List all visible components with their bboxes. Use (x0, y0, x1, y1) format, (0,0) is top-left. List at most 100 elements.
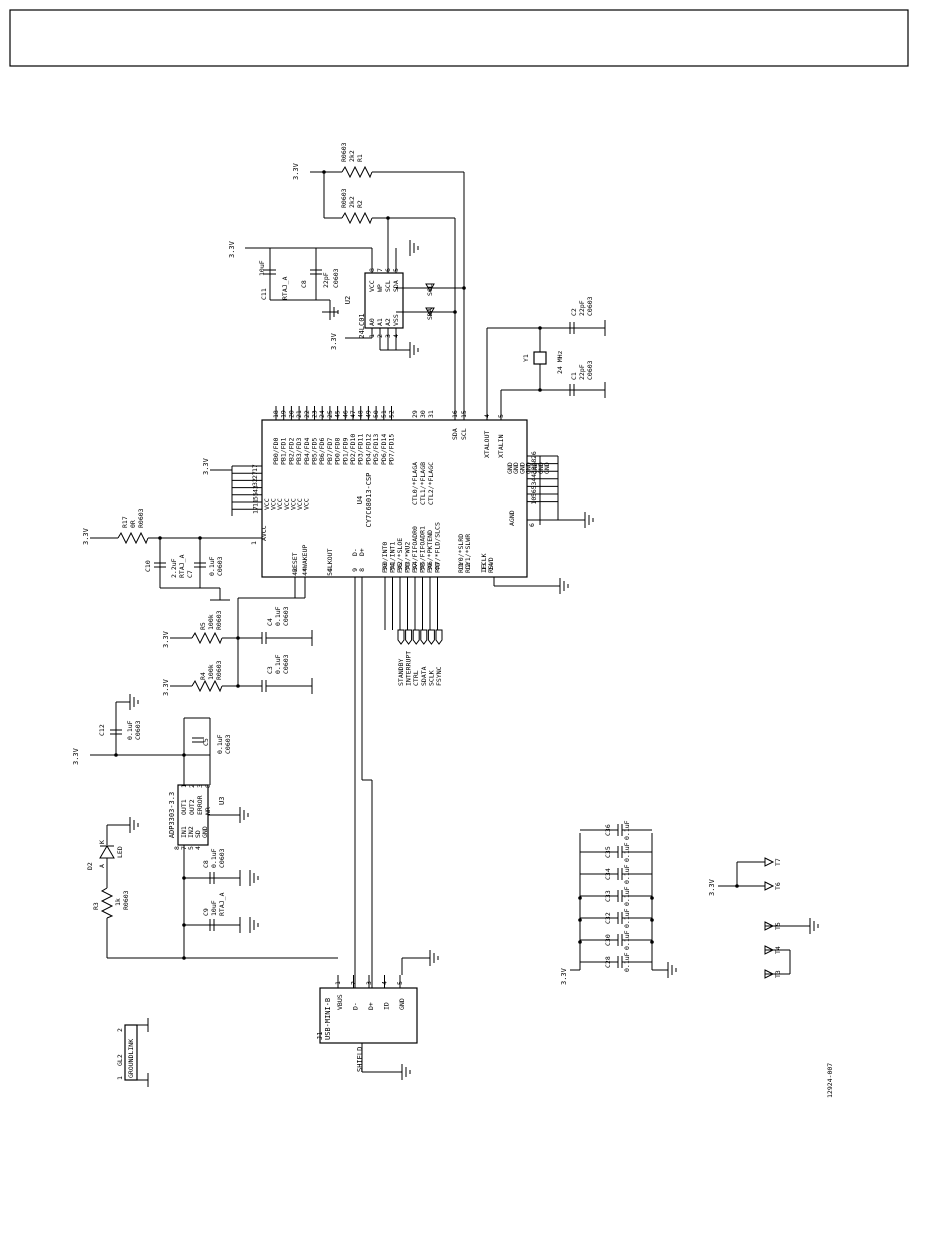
u4-pin-label: PB7/FD7 (326, 438, 334, 465)
net-port (420, 629, 428, 645)
u4-pin-number: 51 (380, 410, 388, 418)
u2-label: U2 24LC01 (344, 296, 366, 339)
u4-pin-label: PB4/FD4 (303, 438, 311, 465)
j1-pin-number: 3 (365, 981, 373, 985)
u3-pin-label: OUT2 (188, 799, 196, 815)
c2-pkg: C0603 (586, 296, 594, 316)
u4-ref: U4 (356, 496, 364, 504)
u3-pin-number: 8 (204, 784, 212, 788)
u4-pin-number: 20 (287, 410, 295, 418)
j1-body (319, 987, 418, 1044)
net-port (435, 629, 443, 645)
u4-pin-label: GND (506, 462, 514, 474)
c5-ref: C5 (202, 738, 210, 746)
decoup-val: 0.1uF (623, 864, 631, 884)
u4-pin-label: RSVD (487, 557, 495, 573)
r4-ref: R4 (199, 672, 207, 680)
junction-dot (650, 918, 654, 922)
junction-dot (182, 956, 186, 960)
r2-ref: R2 (356, 200, 364, 208)
u4-pin-number: 30 (419, 410, 427, 418)
net-label: SDATA (420, 666, 428, 686)
y1-body (533, 351, 547, 365)
u4-pin-number: 28 (530, 459, 538, 467)
c10-val: 2.2uF (170, 558, 178, 578)
gl2-pin2: 2 (116, 1028, 124, 1032)
r4-pkg: R0603 (215, 660, 223, 680)
junction-dot (578, 918, 582, 922)
tp-rail: 3.3V (708, 878, 716, 896)
u4-pin-number: 10 (530, 497, 538, 505)
c2-val: 22pF (578, 300, 586, 316)
decoup-ref: C32 (604, 912, 612, 924)
u2-pin-label: WP (376, 284, 384, 292)
r17-val: 0R (129, 520, 137, 528)
u3-pin-number: 3 (196, 784, 204, 788)
u4-pin-label: GND (531, 462, 539, 474)
decoup-val: 0.1uF (623, 930, 631, 950)
c1-val: 22pF (578, 364, 586, 380)
u4-pin-label: PA7/*FLD/SLCS (434, 522, 442, 573)
decoup-ref: C30 (604, 934, 612, 946)
d2-k: K (98, 840, 106, 844)
u4-body (261, 419, 528, 578)
u4-pin-label: GND (543, 462, 551, 474)
junction-dot (538, 388, 542, 392)
u2-pin-label: SDA (392, 280, 400, 292)
d2-a: A (98, 864, 106, 868)
r5-pkg: R0603 (215, 610, 223, 630)
u4-pin-number: 37 (411, 563, 419, 571)
u4-pin-label: VCC (263, 498, 271, 510)
junction-dot (236, 636, 240, 640)
j1-pin-number: 4 (381, 981, 389, 985)
test-point (764, 857, 775, 867)
u4-pin-number: 19 (280, 410, 288, 418)
j1-pin-number: 5 (396, 981, 404, 985)
u4-pin-label: VCC (289, 498, 297, 510)
u4-pin-number: 38 (419, 563, 427, 571)
u4-pin-number: 50 (372, 410, 380, 418)
u3-rail: 3.3V (72, 747, 80, 765)
test-point-label: T6 (774, 882, 782, 890)
c4-ref: C4 (266, 618, 274, 626)
j1-part: USB-MINI-B (324, 998, 332, 1040)
decoup-val: 0.1uF (623, 952, 631, 972)
c7-ref: C7 (186, 570, 194, 578)
u4-pin-number: 9 (351, 568, 359, 572)
u4-top-pins: PB0/FD018PB1/FD119PB2/FD220PB3/FD321PB4/… (272, 406, 505, 505)
u2-body (364, 272, 404, 329)
u4-pin-number: 49 (364, 410, 372, 418)
r3-ref: R3 (92, 902, 100, 910)
u4-pin-number: 35 (396, 563, 404, 571)
j1-pin-label: D- (352, 1002, 360, 1010)
u2-pin-label: VCC (368, 280, 376, 292)
j1-shield: SHIELD (356, 1047, 364, 1072)
c8-val: 22pF (322, 272, 330, 288)
u4-pin-number: 25 (326, 410, 334, 418)
gl2-val: GROUNDLINK (127, 1039, 135, 1078)
r1-rail: 3.3V (292, 162, 300, 180)
net-label: STANDBY (397, 659, 405, 686)
gl2-ref: GL2 (116, 1054, 124, 1066)
y1-ref: Y1 (522, 354, 530, 362)
u3-pin-number: 4 (194, 846, 202, 850)
net-label: FSYNC (435, 666, 443, 686)
net-label: SCLK (427, 670, 435, 686)
test-point-label: T7 (774, 858, 782, 866)
c8-ref: C8 (300, 280, 308, 288)
u4-pin-number: 46 (341, 410, 349, 418)
r4-val: 100k (207, 664, 215, 680)
c7-pkg: C0603 (216, 556, 224, 576)
u4-pin-label: SCL (460, 428, 468, 440)
junction-dot (578, 940, 582, 944)
u4-pin-label: PA6/*PKTEND (426, 530, 434, 573)
u4-pin-label: XTALOUT (483, 431, 491, 458)
u4-pin-label: PD7/FD15 (388, 434, 396, 465)
u4-pin-number: 32 (251, 478, 259, 486)
gl2-body (124, 1024, 138, 1081)
u2-pin-number: 7 (376, 268, 384, 272)
